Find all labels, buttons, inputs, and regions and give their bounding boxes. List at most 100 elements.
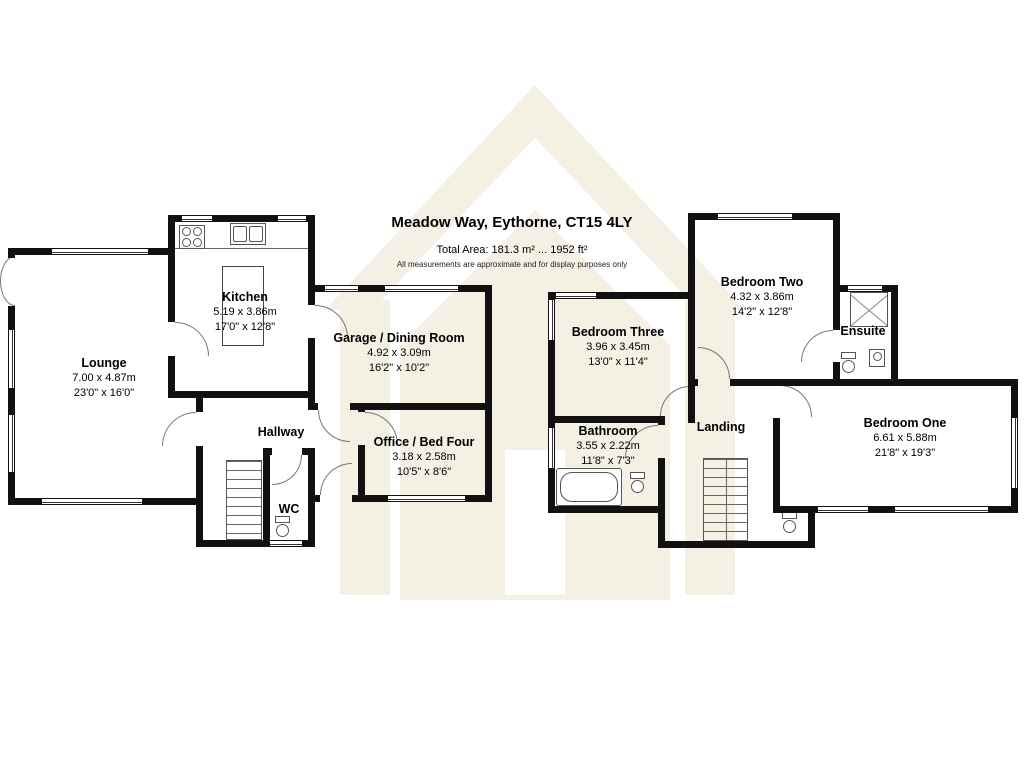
room-label-lounge: Lounge 7.00 x 4.87m 23'0" x 16'0" <box>72 356 136 400</box>
wall-segment <box>548 292 695 299</box>
wall-segment <box>548 416 660 423</box>
kitchen-sink-icon <box>230 223 266 245</box>
room-name: Landing <box>696 420 746 434</box>
door-arc <box>162 412 196 446</box>
window-marker <box>548 300 555 340</box>
window-marker <box>52 248 148 255</box>
watermark-left-bar <box>340 300 390 595</box>
room-dim-metric: 6.61 x 5.88m <box>873 432 937 444</box>
room-label-bedroom-one: Bedroom One 6.61 x 5.88m 21'8" x 19'3" <box>864 416 947 460</box>
wall-segment <box>168 391 315 398</box>
room-dim-imperial: 21'8" x 19'3" <box>874 446 936 459</box>
wall-segment <box>196 540 315 547</box>
kitchen-island <box>222 266 264 346</box>
wall-segment <box>168 215 315 222</box>
staircase-first <box>703 458 748 541</box>
room-dim-metric: 4.32 x 3.86m <box>730 291 794 303</box>
toilet-icon <box>275 516 290 537</box>
toilet-icon <box>782 512 797 533</box>
window-marker <box>278 215 306 222</box>
room-dim-imperial: 14'2" x 12'8" <box>731 305 793 318</box>
room-name: Ensuite <box>840 324 886 338</box>
room-dim-imperial: 10'5" x 8'6" <box>396 465 452 478</box>
wall-segment <box>773 418 780 513</box>
room-label-hallway: Hallway <box>258 425 305 440</box>
disclaimer: All measurements are approximate and for… <box>396 260 628 269</box>
window-marker <box>895 506 988 513</box>
door-arc <box>801 330 833 362</box>
wall-segment <box>891 285 898 386</box>
kitchen-counter <box>175 222 308 249</box>
wall-segment <box>168 215 175 322</box>
room-label-kitchen: Kitchen 5.19 x 3.86m 17'0" x 12'8" <box>213 290 277 334</box>
window-marker <box>42 498 142 505</box>
wall-segment <box>658 458 665 548</box>
shower-icon <box>850 292 888 327</box>
room-name: Bedroom Three <box>571 325 665 339</box>
window-marker <box>325 285 358 292</box>
door-arc <box>318 410 350 442</box>
room-dim-metric: 5.19 x 3.86m <box>213 306 277 318</box>
room-dim-imperial: 16'2" x 10'2" <box>368 361 430 374</box>
room-dim-metric: 3.55 x 2.22m <box>576 440 640 452</box>
wall-segment <box>833 362 840 386</box>
hob-icon <box>179 225 205 249</box>
wall-segment <box>833 213 840 330</box>
wall-segment <box>658 416 665 425</box>
room-dim-imperial: 13'0" x 11'4" <box>588 355 648 368</box>
door-arc <box>272 455 302 485</box>
door-arc <box>780 385 812 417</box>
wall-segment <box>196 446 203 547</box>
total-area: Total Area: 181.3 m² ... 1952 ft² <box>436 244 588 256</box>
room-name: Garage / Dining Room <box>333 331 465 345</box>
window-marker <box>848 285 882 292</box>
french-door-arc <box>0 256 15 281</box>
wall-segment <box>358 403 365 412</box>
room-name: WC <box>278 502 300 516</box>
wall-segment <box>773 379 780 385</box>
wall-segment <box>308 448 315 547</box>
wall-segment <box>196 391 203 412</box>
window-marker <box>818 506 868 513</box>
room-name: Bedroom One <box>863 416 947 430</box>
room-dim-metric: 3.96 x 3.45m <box>586 341 650 353</box>
room-label-landing: Landing <box>697 420 746 435</box>
wall-segment <box>658 541 815 548</box>
room-dim-imperial: 11'8" x 7'3" <box>581 454 635 467</box>
room-name: Office / Bed Four <box>373 435 475 449</box>
wall-segment <box>350 403 492 410</box>
room-label-wc: WC <box>279 502 300 517</box>
room-name: Lounge <box>81 356 127 370</box>
wall-segment <box>263 448 270 547</box>
wall-segment <box>485 285 492 502</box>
wall-segment <box>808 506 815 548</box>
room-name: Hallway <box>257 425 305 439</box>
room-dim-metric: 7.00 x 4.87m <box>72 372 136 384</box>
room-dim-metric: 4.92 x 3.09m <box>367 347 431 359</box>
room-label-garage-dining: Garage / Dining Room 4.92 x 3.09m 16'2" … <box>333 331 464 375</box>
room-dim-imperial: 17'0" x 12'8" <box>214 320 276 333</box>
window-marker <box>718 213 792 220</box>
window-marker <box>388 495 465 502</box>
wall-segment <box>8 248 15 258</box>
french-door-arc <box>0 281 15 306</box>
window-marker <box>556 292 596 299</box>
property-address: Meadow Way, Eythorne, CT15 4LY <box>391 214 633 231</box>
room-label-bedroom-two: Bedroom Two 4.32 x 3.86m 14'2" x 12'8" <box>721 275 803 319</box>
wall-segment <box>548 506 665 513</box>
window-marker <box>548 428 555 468</box>
toilet-icon <box>841 352 856 373</box>
room-name: Kitchen <box>222 290 268 304</box>
room-label-ensuite: Ensuite <box>840 324 885 339</box>
plan-header: Meadow Way, Eythorne, CT15 4LY Total Are… <box>312 214 712 269</box>
wall-segment <box>548 292 555 423</box>
wall-segment <box>688 213 695 423</box>
toilet-icon <box>630 472 645 493</box>
sink-icon <box>869 349 885 367</box>
wall-segment <box>308 215 315 305</box>
wall-segment <box>168 356 175 398</box>
window-marker <box>385 285 458 292</box>
staircase-ground <box>226 460 262 540</box>
room-name: Bathroom <box>578 424 638 438</box>
